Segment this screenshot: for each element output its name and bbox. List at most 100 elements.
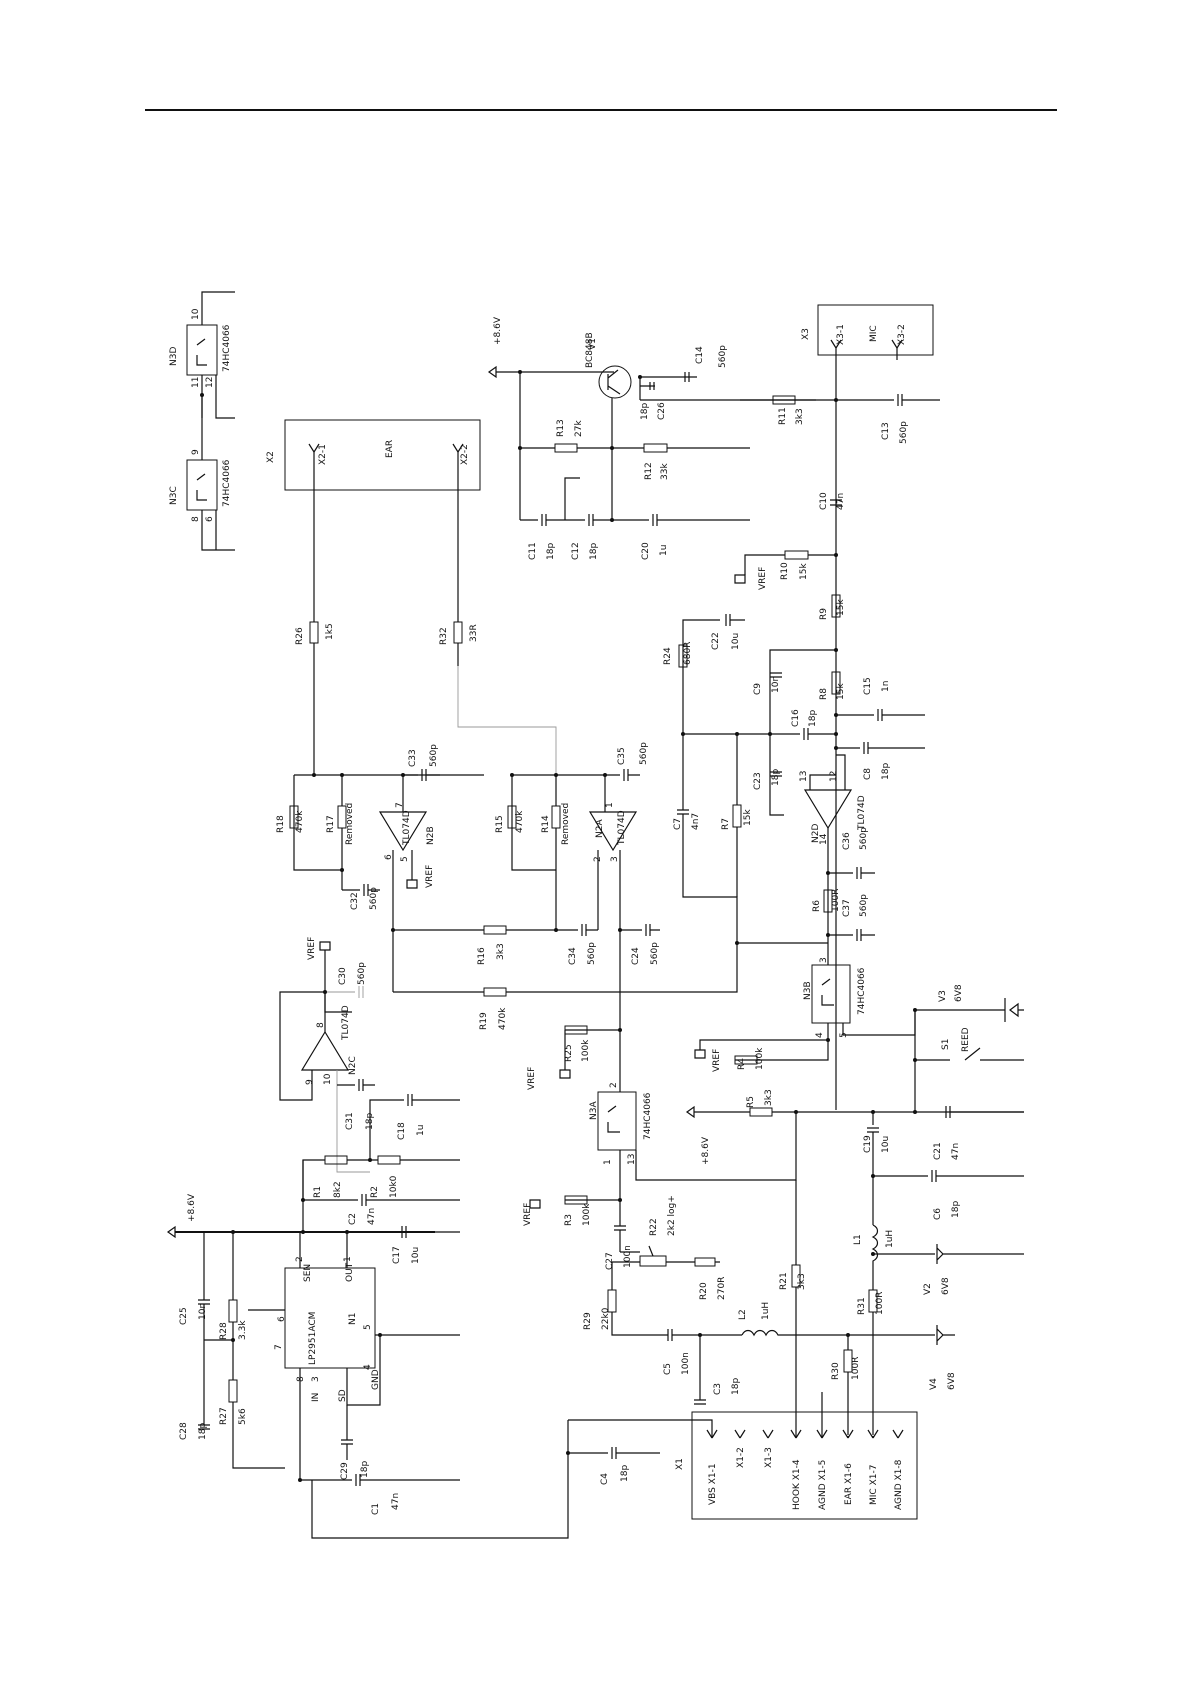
label-x3-1: X3-1 xyxy=(836,324,846,345)
label-c13: C13 xyxy=(881,422,891,440)
label-c18: C18 xyxy=(397,1122,407,1140)
label-r21: R21 xyxy=(779,1272,789,1290)
label-p1a: 1 xyxy=(603,1159,613,1165)
label-r18: R18 xyxy=(276,815,286,833)
label-c9: C9 xyxy=(753,683,763,695)
transistor-v1 xyxy=(598,365,632,399)
opamp-n2a xyxy=(588,811,638,852)
label-c2-v: 47n xyxy=(367,1208,377,1225)
label-r25: R25 xyxy=(564,1044,574,1062)
label-n1-p5: 5 xyxy=(363,1324,373,1330)
label-p9: 9 xyxy=(305,1079,315,1085)
switch-n3d: N3D 74HC4066 10 11 12 xyxy=(169,308,232,388)
label-l1: L1 xyxy=(853,1234,863,1245)
label-v86-left: +8.6V xyxy=(187,1193,197,1222)
label-c23-v: 18p xyxy=(771,769,781,786)
label-r28: R28 xyxy=(219,1322,229,1340)
label-n2c: N2C xyxy=(348,1056,358,1075)
label-c34-v: 560p xyxy=(587,942,597,965)
label-c9-v: 10n xyxy=(771,676,781,693)
label-x2-2: X2-2 xyxy=(460,444,470,465)
label-r1-v: 8k2 xyxy=(333,1181,343,1198)
label-p8: 8 xyxy=(316,1022,326,1028)
label-r22-v: 2k2 log+ xyxy=(667,1195,677,1236)
label-c14: C14 xyxy=(695,346,705,364)
label-r25-v: 100k xyxy=(581,1039,591,1062)
label-r30-v: 100R xyxy=(851,1357,861,1380)
label-r30: R30 xyxy=(831,1362,841,1380)
label-v1-part: BC848B xyxy=(585,332,595,368)
label-x1-8: AGND X1-8 xyxy=(894,1459,904,1510)
label-p13: 13 xyxy=(799,771,809,782)
label-r8: R8 xyxy=(819,688,829,700)
label-s1-v: REED xyxy=(961,1027,971,1052)
switch-n3c: N3C 74HC4066 9 8 6 xyxy=(169,449,232,522)
label-r15-v: 470k xyxy=(515,810,525,833)
label-c33: C33 xyxy=(408,749,418,767)
label-p7: 7 xyxy=(395,802,405,808)
label-n1-p7: 7 xyxy=(274,1344,284,1350)
label-c4-v: 18p xyxy=(620,1465,630,1482)
label-r15: R15 xyxy=(495,815,505,833)
label-n1-p2: 2 xyxy=(295,1256,305,1262)
label-gnd: GND xyxy=(371,1369,381,1390)
label-c5: C5 xyxy=(663,1363,673,1375)
label-c24: C24 xyxy=(631,947,641,965)
label-n3b: N3B xyxy=(803,981,813,1000)
label-r4-v: 100k xyxy=(755,1047,765,1070)
label-v1: V1 xyxy=(588,338,598,350)
label-n3d-part: 74HC4066 xyxy=(222,324,232,372)
label-c16: C16 xyxy=(791,709,801,727)
label-n2a: N2A xyxy=(595,819,605,838)
label-v86-mid: +8.6V xyxy=(701,1136,711,1165)
label-n1-p1: 1 xyxy=(343,1256,353,1262)
label-r29-v: 22k0 xyxy=(601,1307,611,1330)
label-x1-3: X1-3 xyxy=(764,1447,774,1468)
label-r5: R5 xyxy=(746,1096,756,1108)
label-x3-2: X3-2 xyxy=(897,324,907,345)
label-c34: C34 xyxy=(568,947,578,965)
label-sen: SEN xyxy=(303,1264,313,1282)
label-r3: R3 xyxy=(564,1214,574,1226)
label-n1: N1 xyxy=(348,1313,358,1325)
label-r26: R26 xyxy=(295,627,305,645)
label-r13: R13 xyxy=(556,419,566,437)
label-c15-v: 1n xyxy=(881,681,891,692)
label-r16-v: 3k3 xyxy=(496,943,506,960)
label-s1: S1 xyxy=(941,1039,951,1050)
label-p3b: 3 xyxy=(819,957,829,963)
label-p10: 10 xyxy=(323,1073,333,1085)
label-n3d: N3D xyxy=(169,347,179,366)
label-v3-v: 6V8 xyxy=(954,984,964,1002)
label-c37: C37 xyxy=(842,899,852,917)
label-r16: R16 xyxy=(477,947,487,965)
label-r6-v: 100R xyxy=(831,889,841,912)
label-c35-v: 560p xyxy=(639,742,649,765)
label-c12-v: 18p xyxy=(589,543,599,560)
connector-x1 xyxy=(691,1411,918,1520)
label-r32: R32 xyxy=(439,627,449,645)
label-n1-p8: 8 xyxy=(296,1376,306,1382)
label-c14-v: 560p xyxy=(718,345,728,368)
label-n3c: N3C xyxy=(169,486,179,505)
label-x1-1: VBS X1-1 xyxy=(708,1463,718,1505)
label-r18-v: 470k xyxy=(295,810,305,833)
label-c30-v: 560p xyxy=(357,962,367,985)
label-r20: R20 xyxy=(699,1282,709,1300)
label-p1: 1 xyxy=(605,802,615,808)
label-r24-v: 680R xyxy=(683,642,693,665)
opamp-n2c xyxy=(300,1030,350,1071)
label-v4: V4 xyxy=(929,1378,939,1390)
label-v2: V2 xyxy=(923,1283,933,1295)
label-r19-v: 470k xyxy=(498,1007,508,1030)
label-r29: R29 xyxy=(583,1312,593,1330)
label-r10-v: 15k xyxy=(799,563,809,580)
label-p6: 6 xyxy=(384,854,394,860)
label-v3: V3 xyxy=(938,990,948,1002)
label-c20: C20 xyxy=(641,542,651,560)
label-n2d-part: TL074D xyxy=(857,795,867,831)
label-v2-v: 6V8 xyxy=(941,1277,951,1295)
label-r4: R4 xyxy=(737,1058,747,1070)
label-c10-v: 47n xyxy=(836,493,846,510)
